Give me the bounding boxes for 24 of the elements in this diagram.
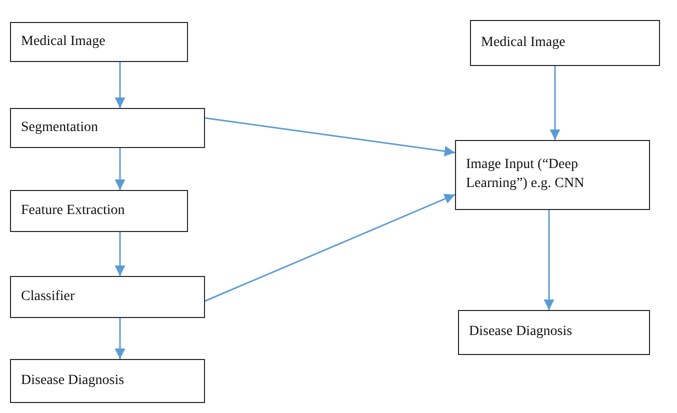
box-label: Feature Extraction [21,202,125,220]
box-label: Disease Diagnosis [469,323,572,342]
arrow [204,194,456,302]
arrow [114,318,126,359]
box-label: Classifier [21,288,75,306]
box-label: Segmentation [21,118,98,137]
arrow [550,66,560,140]
box-label: Medical Image [481,34,566,52]
process-box [470,20,660,66]
arrow [544,210,554,310]
box-label: Medical Image [21,32,106,51]
box-label: Image Input (“Deep Learning”) e.g. CNN [466,156,586,193]
process-box [458,310,650,355]
arrow [204,117,456,156]
arrow [114,62,126,108]
arrow [114,232,126,276]
process-box [10,359,205,403]
process-box [455,140,650,210]
box-label: Disease Diagnosis [21,372,124,390]
process-box [10,276,205,318]
process-box [10,190,188,232]
arrow [114,148,126,190]
process-box [10,108,205,148]
process-box [10,22,188,62]
